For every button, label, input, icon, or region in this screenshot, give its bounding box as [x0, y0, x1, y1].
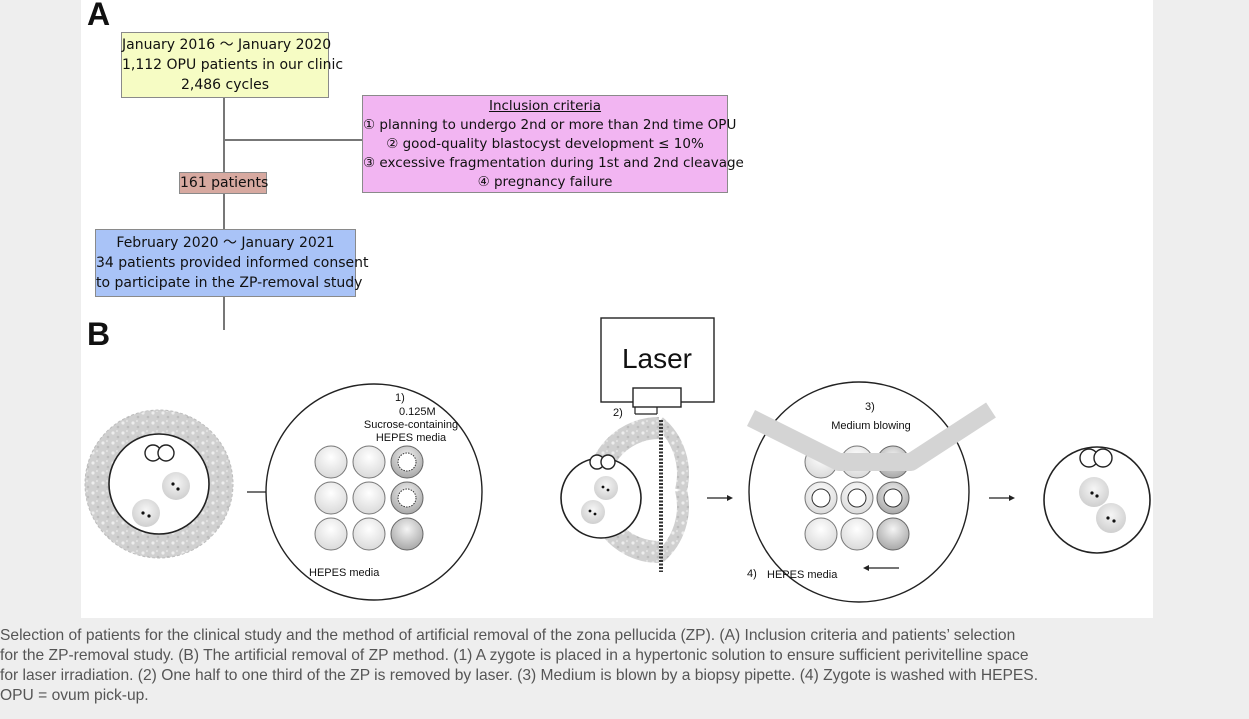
panel-b-letter: B — [87, 316, 111, 352]
step-1-label-line-2: Sucrose-containing — [364, 419, 458, 431]
inclusion-item-4: ④ pregnancy failure — [363, 173, 727, 192]
inclusion-item-4-num: ④ — [477, 174, 490, 190]
panel-a-letter: A — [87, 0, 111, 32]
dish-step-1: 1) 0.125M Sucrose-containing HEPES media… — [265, 383, 483, 601]
laser-label: Laser — [622, 343, 692, 374]
inclusion-item-3: ③ excessive fragmentation during 1st and… — [363, 154, 744, 173]
dish-step-3-4: 3) Medium blowing 4) HEPES media — [746, 381, 996, 603]
step-3-number: 3) — [865, 401, 875, 413]
caption-line-4: OPU = ovum pick-up. — [0, 687, 149, 704]
biopsy-pipette — [746, 402, 996, 471]
zygote-zp-free — [1043, 446, 1151, 554]
inclusion-item-1-num: ① — [363, 117, 376, 133]
box-study-participants: February 2020 〜 January 2021 34 patients… — [95, 229, 369, 297]
inclusion-title: Inclusion criteria — [488, 98, 602, 114]
caption-line-2: for the ZP-removal study. (B) The artifi… — [0, 647, 1029, 664]
hepes-media-left: HEPES media — [309, 567, 380, 579]
box-inclusion-criteria: Inclusion criteria ① planning to undergo… — [362, 95, 744, 193]
box-161-patients: 161 patients — [179, 172, 269, 194]
zygote-with-zp-initial — [84, 409, 234, 559]
laser-device: Laser 2) — [600, 317, 715, 419]
step-1-label-line-3: HEPES media — [376, 432, 447, 444]
step-2-number: 2) — [613, 407, 623, 419]
step-1-label-line-1: 0.125M — [399, 406, 436, 418]
zygote-laser-ablation — [560, 417, 689, 572]
figure-caption: Selection of patients for the clinical s… — [0, 626, 1249, 706]
caption-line-1: Selection of patients for the clinical s… — [0, 627, 1016, 644]
caption-line-3: for laser irradiation. (2) One half to o… — [0, 667, 1039, 684]
step-4-number: 4) — [747, 568, 757, 580]
inclusion-item-3-text: excessive fragmentation during 1st and 2… — [379, 155, 744, 171]
inclusion-item-2-text: good-quality blastocyst development ≤ 10… — [402, 136, 704, 152]
inclusion-item-2: ② good-quality blastocyst development ≤ … — [363, 135, 727, 154]
step-1-number: 1) — [395, 392, 405, 404]
connector-vertical — [223, 98, 225, 330]
hepes-media-right: HEPES media — [767, 569, 838, 581]
figure: A January 2016 〜 January 2020 1,112 OPU … — [81, 0, 1153, 618]
zp-removal-diagram: 1) 0.125M Sucrose-containing HEPES media… — [84, 317, 1151, 603]
box-study-line-1: February 2020 〜 January 2021 — [116, 235, 335, 251]
box-initial-line-2: 1,112 OPU patients in our clinic — [122, 57, 344, 73]
step-3-label: Medium blowing — [831, 420, 910, 432]
inclusion-item-4-text: pregnancy failure — [493, 174, 613, 190]
box-study-line-2: 34 patients provided informed consent — [96, 255, 369, 271]
box-initial-line-1: January 2016 〜 January 2020 — [122, 37, 332, 53]
inclusion-item-1: ① planning to undergo 2nd or more than 2… — [363, 116, 736, 135]
box-study-line-3: to participate in the ZP-removal study — [96, 275, 363, 291]
box-initial-patients: January 2016 〜 January 2020 1,112 OPU pa… — [121, 32, 344, 98]
inclusion-item-1-text: planning to undergo 2nd or more than 2nd… — [379, 117, 737, 133]
connector-horizontal — [224, 139, 363, 141]
inclusion-item-3-num: ③ — [363, 155, 376, 171]
box-161-patients-label: 161 patients — [180, 175, 269, 191]
inclusion-item-2-num: ② — [386, 136, 399, 152]
box-initial-line-3: 2,486 cycles — [180, 77, 269, 93]
